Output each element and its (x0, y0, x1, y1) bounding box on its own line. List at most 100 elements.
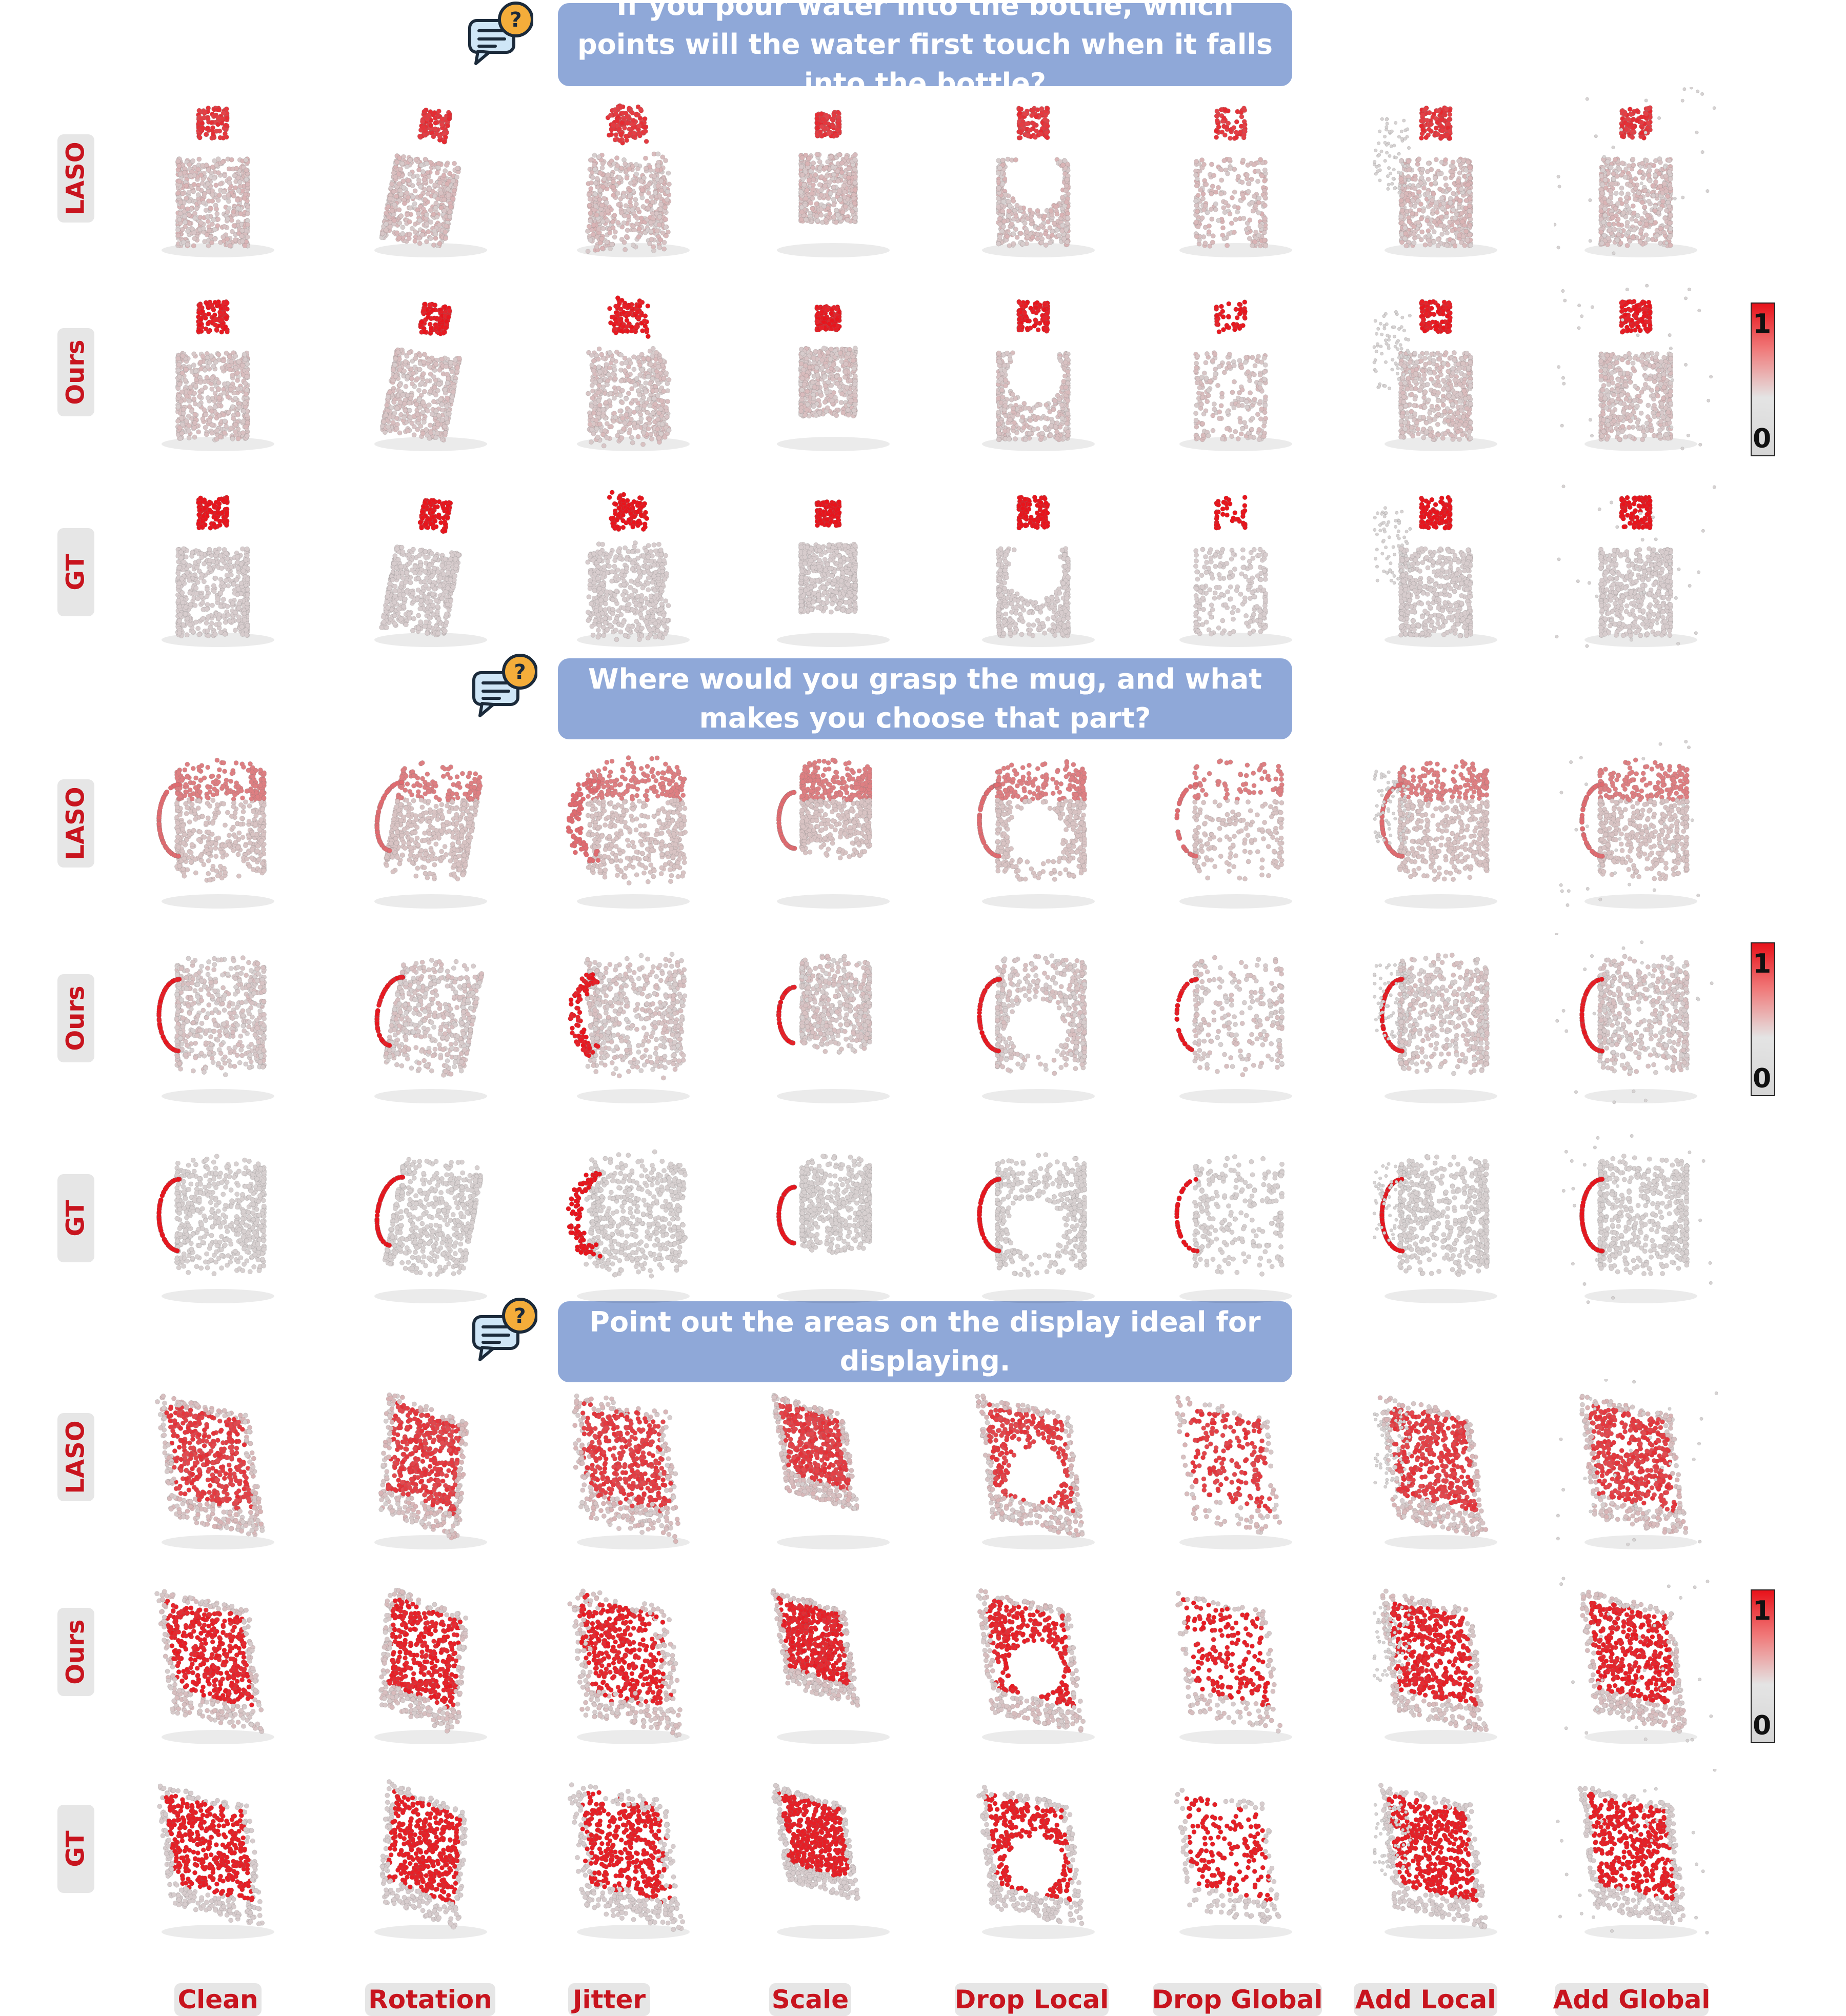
point (1054, 211, 1060, 217)
point (1447, 116, 1452, 122)
point (1633, 176, 1638, 182)
point (636, 234, 641, 240)
bottle-laso-clean-pointcloud (162, 106, 274, 257)
point (1602, 177, 1608, 183)
point (389, 182, 394, 187)
point (1006, 213, 1012, 218)
point (610, 219, 615, 225)
point (1030, 210, 1035, 216)
point (827, 179, 833, 185)
point (1429, 225, 1434, 230)
point (205, 125, 211, 131)
point (218, 181, 223, 187)
point (1440, 134, 1446, 139)
bottle-laso-drop-global-pointcloud (1179, 106, 1292, 257)
point (852, 180, 858, 186)
point (1433, 157, 1439, 163)
point (407, 219, 412, 225)
point (1402, 225, 1408, 231)
point (445, 181, 450, 187)
point (1428, 122, 1433, 127)
point (1442, 175, 1448, 181)
point (1459, 239, 1464, 245)
point (185, 242, 190, 248)
point (837, 197, 842, 203)
point (665, 189, 670, 194)
point (809, 191, 815, 196)
point (453, 182, 458, 188)
point (1002, 192, 1008, 197)
point (631, 224, 636, 229)
point (1231, 230, 1237, 235)
point (1256, 210, 1261, 215)
point (594, 244, 599, 250)
point (419, 119, 425, 124)
point (176, 163, 182, 169)
point (1386, 174, 1390, 178)
point (1624, 219, 1630, 225)
point (208, 206, 214, 211)
point (199, 125, 205, 131)
point (1647, 178, 1653, 184)
point (1622, 111, 1628, 117)
point (1647, 164, 1652, 170)
point (226, 192, 231, 198)
point (1388, 154, 1392, 158)
point (612, 137, 618, 143)
point (835, 169, 840, 174)
bottle-ours-clean-pointcloud (162, 299, 274, 451)
point (810, 195, 815, 201)
point (818, 188, 824, 193)
point (1049, 232, 1055, 238)
point (203, 208, 209, 213)
point (1653, 220, 1658, 226)
point (1398, 176, 1404, 182)
point (1628, 183, 1633, 189)
point (1207, 243, 1213, 249)
point (1622, 174, 1628, 180)
point (1000, 181, 1006, 187)
point (1416, 219, 1421, 225)
point (1602, 213, 1608, 218)
point (799, 217, 804, 223)
row-label-ours: Ours (57, 974, 94, 1062)
point (397, 155, 403, 161)
point (997, 221, 1003, 227)
point (1400, 162, 1404, 166)
point (1423, 135, 1429, 140)
point (834, 208, 839, 213)
point (1420, 167, 1426, 172)
point (828, 191, 833, 196)
point (594, 176, 600, 182)
point (1438, 117, 1444, 123)
point (1665, 194, 1670, 199)
point (644, 138, 649, 144)
point (203, 425, 208, 430)
point (1644, 158, 1649, 163)
point (1250, 243, 1255, 248)
point (1011, 198, 1016, 204)
point (846, 166, 852, 171)
point (1252, 193, 1257, 199)
point (445, 123, 450, 129)
point (398, 213, 404, 218)
point (1451, 191, 1456, 196)
point (198, 220, 204, 226)
point (1025, 216, 1030, 221)
ground-shadow (777, 243, 890, 257)
point (1452, 243, 1458, 249)
point (1022, 111, 1028, 116)
point (1605, 242, 1610, 247)
point (1420, 127, 1426, 133)
point (1440, 128, 1446, 134)
point (418, 193, 424, 199)
point (586, 192, 592, 197)
point (835, 127, 840, 132)
point (418, 184, 423, 189)
point (446, 192, 451, 198)
point (666, 170, 671, 176)
point (1626, 230, 1631, 235)
point (227, 243, 233, 249)
point (210, 131, 216, 137)
point (999, 229, 1005, 234)
